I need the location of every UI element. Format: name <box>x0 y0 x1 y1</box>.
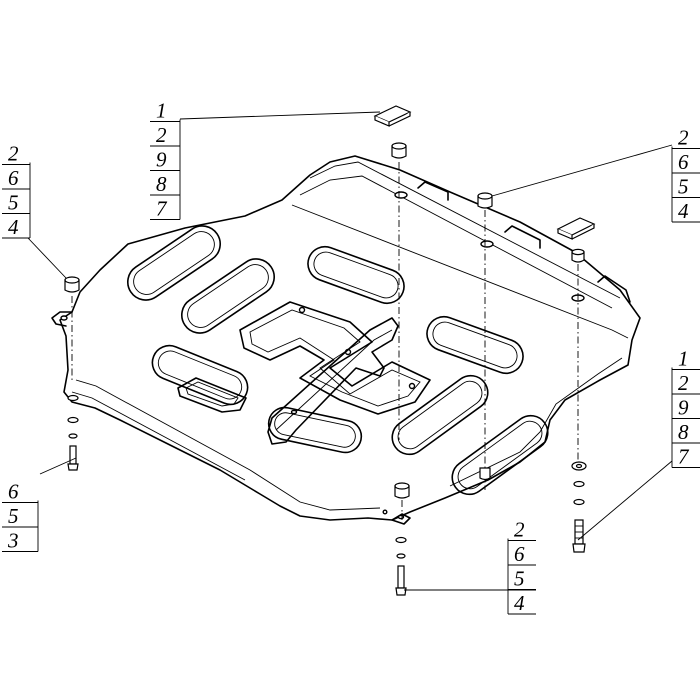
part-number-label: 3 <box>7 529 19 553</box>
part-number-label: 1 <box>156 99 167 123</box>
part-number-label: 9 <box>678 396 689 420</box>
part-number-label: 2 <box>514 518 525 542</box>
hardware-center <box>373 105 412 440</box>
hardware-bottom <box>394 482 410 596</box>
part-number-label: 2 <box>678 126 689 150</box>
part-number-label: 7 <box>156 197 168 221</box>
part-number-label: 5 <box>8 504 19 528</box>
part-number-label: 4 <box>8 215 19 239</box>
part-number-label: 8 <box>678 420 689 444</box>
part-number-label: 8 <box>156 172 167 196</box>
part-number-label: 2 <box>678 371 689 395</box>
part-number-label: 6 <box>678 150 689 174</box>
plate-outline <box>59 155 641 521</box>
part-number-label: 5 <box>678 175 689 199</box>
part-number-label: 5 <box>514 567 525 591</box>
hardware-right <box>556 217 596 553</box>
leader-lines <box>27 111 673 591</box>
hardware-right-center <box>477 192 493 490</box>
part-number-label: 5 <box>8 191 19 215</box>
part-number-label: 6 <box>8 166 19 190</box>
callout-bottom-left: 653 <box>2 480 39 553</box>
part-number-label: 2 <box>156 123 167 147</box>
part-number-label: 6 <box>8 480 19 504</box>
bracket <box>267 317 399 445</box>
part-number-label: 6 <box>514 542 525 566</box>
part-number-label: 2 <box>8 142 19 166</box>
part-number-label: 4 <box>678 199 689 223</box>
vent-slots <box>127 225 549 496</box>
part-number-label: 9 <box>156 148 167 172</box>
part-number-label: 4 <box>514 591 525 615</box>
part-number-label: 7 <box>678 445 690 469</box>
part-number-label: 1 <box>678 347 689 371</box>
hardware-left <box>64 276 80 471</box>
skid-plate <box>51 155 641 525</box>
